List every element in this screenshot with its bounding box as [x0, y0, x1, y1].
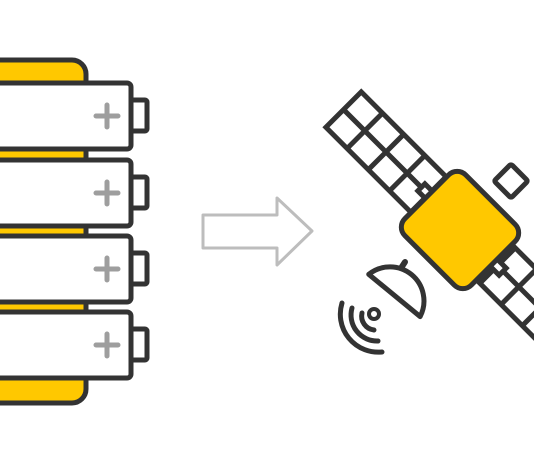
- arrow-right-icon: [201, 196, 314, 267]
- dish-feed: [367, 307, 381, 321]
- battery-cell: [0, 309, 150, 381]
- satellite-antenna-box: [492, 162, 530, 200]
- satellite-icon: [322, 88, 534, 372]
- plus-icon: [93, 102, 121, 130]
- battery-cell: [0, 80, 150, 152]
- plus-icon: [93, 179, 121, 207]
- battery-cell: [0, 233, 150, 305]
- plus-icon: [93, 331, 121, 359]
- battery-stack-icon: [0, 57, 150, 406]
- plus-icon: [93, 255, 121, 283]
- satellite-dish: [366, 264, 427, 320]
- battery-cell: [0, 157, 150, 229]
- satellite-body: [398, 168, 522, 292]
- signal-waves-icon: [337, 300, 385, 355]
